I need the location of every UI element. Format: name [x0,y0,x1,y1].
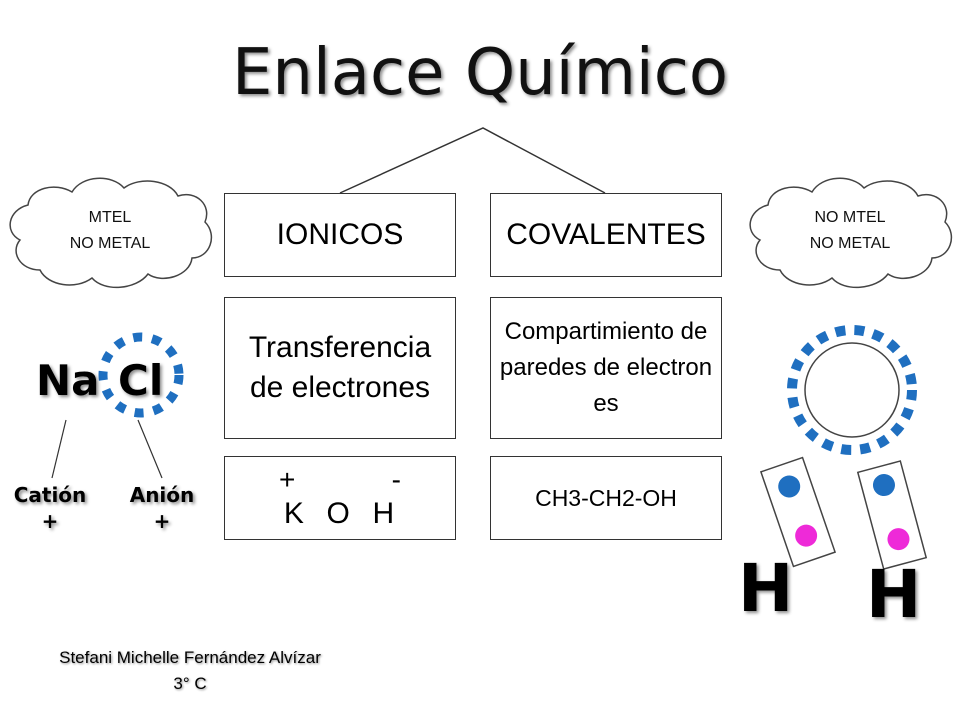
anion-label: Anión + [112,482,212,534]
left-cloud-shape [9,177,213,289]
ionic-description: Transferencia de electrones [248,331,432,404]
covalent-description-box: Compartimiento de paredes de electrones [490,297,722,439]
anion-text: Anión [129,483,195,507]
ionic-example-box: + - K O H [224,456,456,540]
cation-text: Catión [13,483,87,507]
ionic-charge-negative: - [391,464,401,495]
covalent-header: COVALENTES [506,218,706,251]
ionic-charges: + - [265,464,415,496]
cation-label: Catión + [0,482,100,534]
covalent-header-box: COVALENTES [490,193,722,277]
ionic-formula: K O H [283,497,397,530]
left-cloud-text: MTEL NO METAL [30,205,190,257]
right-h-pink-electron [887,528,910,551]
hydrogen-left: H [738,550,794,627]
na-arrow [51,419,67,479]
left-h-blue-electron [778,475,801,498]
ionic-header-box: IONICOS [224,193,456,277]
hydrogen-right: H [866,556,922,633]
covalent-description: Compartimiento de paredes de electrones [499,318,713,417]
ionic-header: IONICOS [276,218,404,251]
shared-electron-ring [787,325,917,455]
left-cloud-line2: NO METAL [69,235,151,252]
right-h-tube [856,460,928,570]
ionic-description-box: Transferencia de electrones [224,297,456,439]
right-cloud-text: NO MTEL NO METAL [770,205,930,257]
anion-sign: + [153,509,171,533]
left-cloud-line1: MTEL [88,209,132,226]
covalent-example-box: CH3-CH2-OH [490,456,722,540]
right-h-blue-electron [872,474,895,497]
cation-sign: + [41,509,59,533]
right-cloud-shape [749,177,953,289]
ionic-charge-positive: + [279,464,296,495]
atom-cl: Cl [118,356,164,405]
left-h-pink-electron [795,524,818,547]
author-name: Stefani Michelle Fernández Alvízar [59,648,321,667]
atom-na: Na [36,356,100,405]
title-branch-lines [339,127,606,194]
author-grade: 3° C [173,674,207,693]
right-cloud-line2: NO METAL [809,235,891,252]
left-h-tube [759,456,837,568]
page-title: Enlace Químico [231,36,729,110]
author-block: Stefani Michelle Fernández Alvízar 3° C [0,645,380,697]
cl-arrow [137,419,163,479]
shared-atom-core [804,342,900,438]
right-cloud-line1: NO MTEL [814,209,886,226]
covalent-example: CH3-CH2-OH [535,484,677,511]
cl-electron-ring [98,332,184,418]
